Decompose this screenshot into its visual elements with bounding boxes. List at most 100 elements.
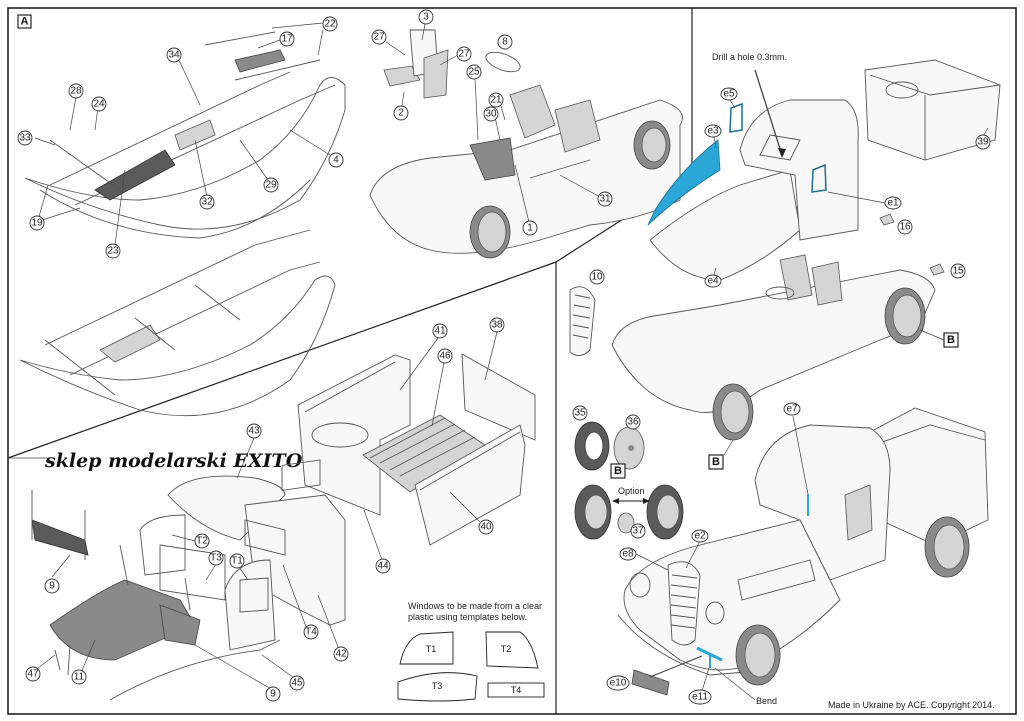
svg-text:28: 28 <box>70 86 82 97</box>
callout-21: 21 <box>488 92 504 108</box>
svg-text:31: 31 <box>599 194 611 205</box>
svg-text:21: 21 <box>490 95 502 106</box>
svg-text:e2: e2 <box>694 531 706 542</box>
wheel-callouts: 35 36 37 <box>572 405 646 539</box>
svg-text:25: 25 <box>468 67 480 78</box>
callout-9-lower: 9 <box>265 686 281 702</box>
callout-e7: e7 <box>783 402 801 416</box>
callout-29: 29 <box>263 177 279 193</box>
svg-text:23: 23 <box>107 246 119 257</box>
svg-text:17: 17 <box>281 34 293 45</box>
callout-19: 19 <box>29 215 45 231</box>
svg-text:46: 46 <box>439 351 451 362</box>
svg-text:16: 16 <box>899 222 911 233</box>
callout-36: 36 <box>625 414 641 430</box>
callout-4: 4 <box>328 152 344 168</box>
svg-text:9: 9 <box>49 581 55 592</box>
svg-text:e7: e7 <box>786 404 798 415</box>
svg-text:19: 19 <box>31 218 43 229</box>
interior-callouts: 3 27 27 8 25 2 21 30 31 1 <box>371 9 613 236</box>
wheel-parts-drawing: Option <box>574 421 684 540</box>
chassis-assembly-drawing <box>24 31 346 239</box>
svg-text:35: 35 <box>574 408 586 419</box>
svg-text:39: 39 <box>977 137 989 148</box>
option-label: Option <box>618 486 645 496</box>
callout-e2: e2 <box>691 529 709 543</box>
svg-text:8: 8 <box>502 37 508 48</box>
callout-9-dash: 9 <box>44 578 60 594</box>
step-b-marker-1: B <box>943 332 959 348</box>
callout-e5: e5 <box>720 87 738 101</box>
callout-32: 32 <box>199 194 215 210</box>
svg-text:T1: T1 <box>426 644 437 654</box>
callout-24: 24 <box>91 96 107 112</box>
template-T4: T4 <box>487 682 545 698</box>
svg-text:e3: e3 <box>707 126 719 137</box>
svg-text:e4: e4 <box>707 276 719 287</box>
callout-e3: e3 <box>704 124 722 138</box>
svg-text:T2: T2 <box>196 536 208 547</box>
svg-text:T1: T1 <box>231 556 243 567</box>
cab-front-callouts: Drill a hole 0.3mm. e5 e3 e1 16 15 e4 39… <box>589 52 991 288</box>
svg-text:36: 36 <box>627 417 639 428</box>
svg-text:A: A <box>21 16 29 28</box>
windows-note-line2: plastic using templates below. <box>408 612 527 622</box>
callout-27-right: 27 <box>456 46 472 62</box>
drill-note: Drill a hole 0.3mm. <box>712 52 787 62</box>
svg-text:40: 40 <box>480 522 492 533</box>
callout-30: 30 <box>483 106 499 122</box>
callout-e1: e1 <box>884 196 902 210</box>
chassis-underside-drawing <box>19 229 336 417</box>
callout-22: 22 <box>322 16 338 32</box>
cab-callouts: 43 T2 T3 T1 T4 9 9 47 11 45 42 <box>25 423 349 702</box>
svg-text:e1: e1 <box>887 198 899 209</box>
svg-text:38: 38 <box>491 320 503 331</box>
sheet-frame <box>7 7 1017 715</box>
callout-1: 1 <box>522 220 538 236</box>
svg-text:29: 29 <box>265 180 277 191</box>
callout-2: 2 <box>393 105 409 121</box>
svg-text:B: B <box>947 334 955 346</box>
callout-45: 45 <box>289 675 305 691</box>
svg-text:e8: e8 <box>622 549 634 560</box>
truck-bed-assembly-drawing <box>297 353 536 546</box>
callout-3: 3 <box>418 9 434 25</box>
svg-text:10: 10 <box>591 272 603 283</box>
svg-text:1: 1 <box>527 223 533 234</box>
svg-text:27: 27 <box>458 49 470 60</box>
cab-front-assembly-drawing <box>647 59 1001 281</box>
callout-35: 35 <box>572 405 588 421</box>
callout-16: 16 <box>897 219 913 235</box>
svg-text:T4: T4 <box>305 627 317 638</box>
callout-47: 47 <box>25 666 41 682</box>
panel-divider-diagonal <box>7 261 557 459</box>
callout-11: 11 <box>71 669 87 685</box>
step-b-marker-2: B <box>708 454 724 470</box>
svg-text:37: 37 <box>632 526 644 537</box>
callout-10: 10 <box>589 269 605 285</box>
chassis-callouts: 22 17 34 28 24 33 4 29 32 19 23 <box>17 16 344 259</box>
svg-text:e11: e11 <box>692 692 708 703</box>
svg-text:32: 32 <box>201 197 213 208</box>
callout-T1: T1 <box>229 553 245 569</box>
template-T2: T2 <box>485 631 539 669</box>
callout-e4: e4 <box>704 274 722 288</box>
callout-44: 44 <box>375 558 391 574</box>
interior-assembly-drawing <box>369 29 683 259</box>
callout-46: 46 <box>437 348 453 364</box>
svg-text:B: B <box>712 456 720 468</box>
callout-T3: T3 <box>208 550 224 566</box>
shop-watermark: sklep modelarski EXITO <box>44 450 303 472</box>
windows-note-line1: Windows to be made from a clear <box>408 601 542 611</box>
callout-42: 42 <box>333 646 349 662</box>
template-T1: T1 <box>399 631 454 665</box>
svg-text:34: 34 <box>168 50 180 61</box>
svg-text:45: 45 <box>291 678 303 689</box>
window-templates: Windows to be made from a clear plastic … <box>397 601 545 702</box>
callout-17: 17 <box>279 31 295 47</box>
svg-text:27: 27 <box>373 32 385 43</box>
copyright-footer: Made in Ukraine by ACE. Copyright 2014. <box>828 700 995 710</box>
svg-text:24: 24 <box>93 99 105 110</box>
svg-text:e5: e5 <box>723 89 735 100</box>
